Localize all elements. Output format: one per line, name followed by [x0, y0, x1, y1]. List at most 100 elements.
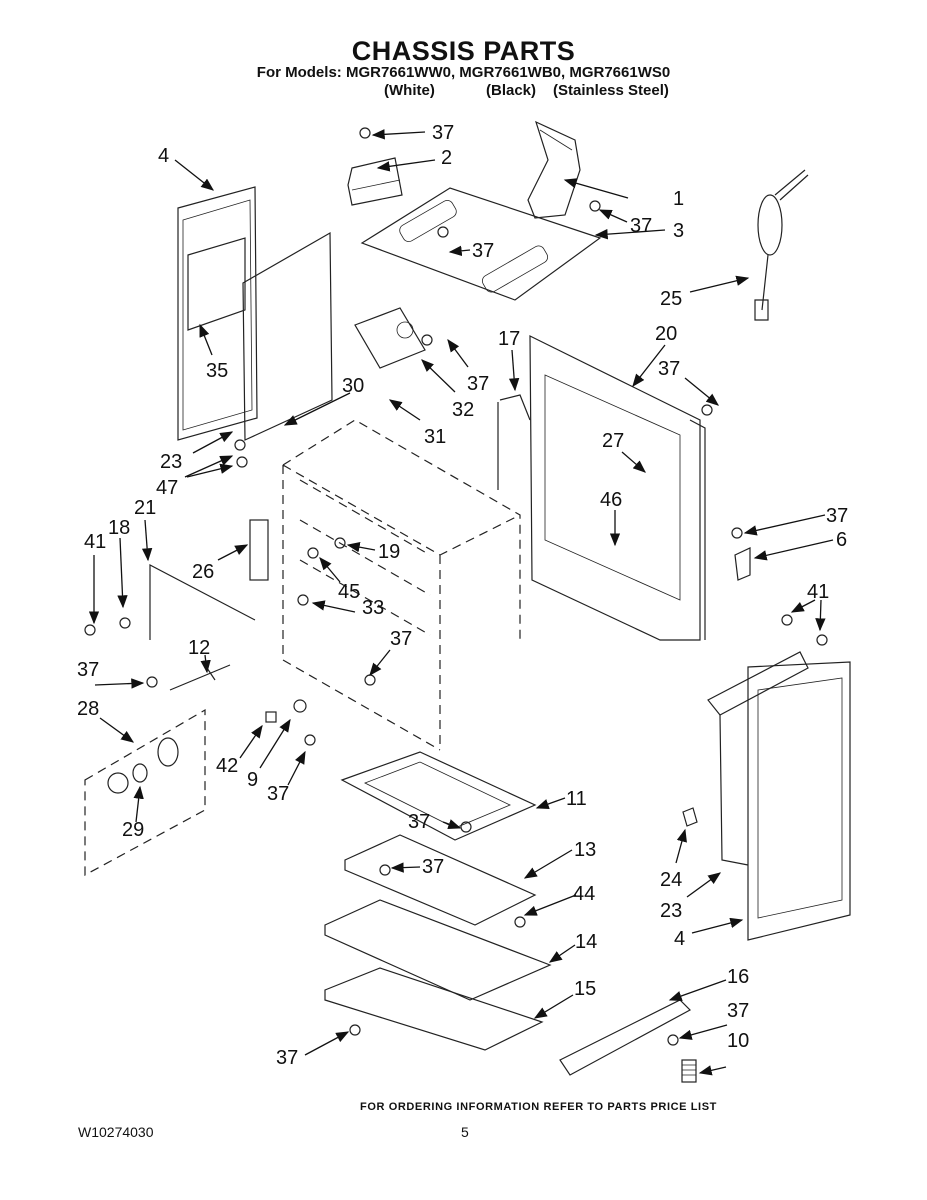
screw-icon	[816, 634, 828, 646]
part-29-bulb	[107, 737, 179, 794]
ordering-note: FOR ORDERING INFORMATION REFER TO PARTS …	[360, 1101, 717, 1113]
callout-12: 12	[188, 637, 210, 659]
callout-20: 20	[655, 323, 677, 345]
leader-lines	[88, 129, 834, 1076]
callout-13: 13	[574, 839, 596, 861]
screw-icon	[437, 226, 449, 238]
callout-26: 26	[192, 561, 214, 583]
screw-icon	[146, 676, 158, 688]
screw-icon	[307, 547, 319, 559]
part-1-vent-duct	[527, 120, 581, 219]
callout-23: 23	[660, 900, 682, 922]
page-number: 5	[461, 1124, 469, 1140]
callout-23: 23	[160, 451, 182, 473]
part-28-light-assembly	[84, 708, 206, 877]
callout-2: 2	[441, 147, 452, 169]
variant-stainless: (Stainless Steel)	[553, 82, 669, 99]
part-15-bottom-plate	[324, 967, 544, 1051]
callout-46: 46	[600, 489, 622, 511]
callout-45: 45	[338, 581, 360, 603]
part-20-rear-panel	[529, 335, 706, 641]
screw-icon	[589, 200, 601, 212]
callout-37: 37	[727, 1000, 749, 1022]
screw-icon	[349, 1024, 361, 1036]
part-10-leveling-leg	[681, 1059, 697, 1083]
callout-27: 27	[602, 430, 624, 452]
part-25-power-cord	[754, 169, 809, 321]
callout-44: 44	[573, 883, 595, 905]
part-16-leveling-rail	[559, 999, 691, 1076]
callout-37: 37	[77, 659, 99, 681]
callout-24: 24	[660, 869, 682, 891]
callout-6: 6	[836, 529, 847, 551]
screw-icon	[781, 614, 793, 626]
part-32-valve-assembly	[354, 307, 426, 369]
part-4-right-side-panel	[707, 651, 851, 941]
screw-icon	[701, 404, 713, 416]
screw-icon	[731, 527, 743, 539]
callout-labels: 37 2 4 1 37 37 3 25 35 17 20 37 37 32 30…	[77, 122, 848, 1069]
screw-icon	[234, 439, 246, 451]
part-13-burner-base	[344, 834, 537, 926]
part-42-screw	[265, 711, 277, 723]
screw-icon	[297, 594, 309, 606]
part-11-burner-tray	[340, 751, 537, 841]
callout-17: 17	[498, 328, 520, 350]
callout-37: 37	[422, 856, 444, 878]
callout-47: 47	[156, 477, 178, 499]
callout-3: 3	[673, 220, 684, 242]
part-21-rod	[149, 564, 256, 640]
screw-icon	[379, 864, 391, 876]
screw-icon	[364, 674, 376, 686]
callout-18: 18	[108, 517, 130, 539]
callout-11: 11	[566, 788, 587, 810]
callout-41: 41	[84, 531, 106, 553]
part-14-broiler-pan	[324, 899, 552, 1001]
callout-37: 37	[276, 1047, 298, 1069]
screw-icon	[421, 334, 433, 346]
callout-33: 33	[362, 597, 384, 619]
part-2-bracket	[347, 157, 403, 206]
callout-37: 37	[472, 240, 494, 262]
screw-icon	[334, 537, 346, 549]
part-35-insulation	[242, 231, 333, 441]
screw-icon	[514, 916, 526, 928]
callout-31: 31	[424, 426, 446, 448]
callout-29: 29	[122, 819, 144, 841]
oven-cavity	[282, 419, 521, 751]
callout-14: 14	[575, 931, 597, 953]
callout-42: 42	[216, 755, 238, 777]
callout-37: 37	[408, 811, 430, 833]
variant-white: (White)	[384, 82, 435, 99]
screw-icon	[359, 127, 371, 139]
callout-37: 37	[390, 628, 412, 650]
callout-35: 35	[206, 360, 228, 382]
callout-10: 10	[727, 1030, 749, 1052]
part-4-left-side-panel	[177, 186, 258, 441]
callout-9: 9	[247, 769, 258, 791]
callout-37: 37	[658, 358, 680, 380]
page-title: CHASSIS PARTS	[351, 36, 576, 66]
part-6-bracket	[734, 547, 751, 581]
screw-icon	[304, 734, 316, 746]
screw-icon	[84, 624, 96, 636]
document-number: W10274030	[78, 1124, 154, 1140]
callout-37: 37	[826, 505, 848, 527]
callout-25: 25	[660, 288, 682, 310]
callout-41: 41	[807, 581, 829, 603]
part-12-igniter	[169, 664, 231, 691]
callout-4: 4	[674, 928, 685, 950]
callout-32: 32	[452, 399, 474, 421]
callout-16: 16	[727, 966, 749, 988]
callout-28: 28	[77, 698, 99, 720]
part-26-bracket	[249, 519, 269, 581]
callout-15: 15	[574, 978, 596, 1000]
variant-black: (Black)	[486, 82, 537, 99]
callout-37: 37	[432, 122, 454, 144]
part-17-gasket	[497, 394, 531, 490]
callout-21: 21	[134, 497, 156, 519]
screw-icons	[84, 127, 828, 1046]
callout-37: 37	[630, 215, 652, 237]
screw-icon	[236, 456, 248, 468]
